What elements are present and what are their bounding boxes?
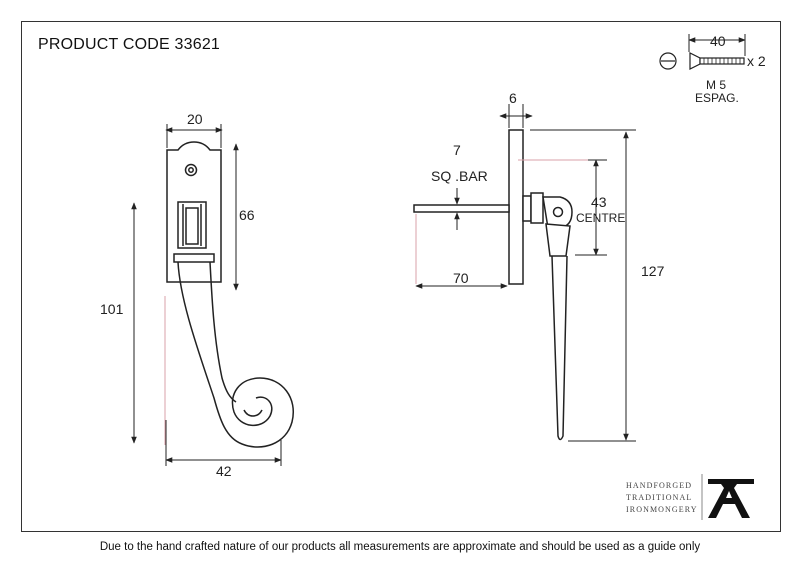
dim-handle-height: 101 (100, 301, 124, 317)
screw-length: 40 (710, 33, 726, 49)
dim-centre-label: CENTRE (576, 211, 625, 225)
product-code: PRODUCT CODE 33621 (38, 36, 221, 53)
dim-handle-width: 20 (187, 111, 203, 127)
drawing-frame (21, 21, 781, 532)
anvil-a-icon (708, 479, 754, 518)
dim-overall-length: 127 (641, 263, 665, 279)
screw-quantity: x 2 (747, 53, 766, 69)
handle-front-view (166, 141, 294, 448)
screw-dimension-line (688, 34, 746, 56)
screw-spec-type: ESPAG. (695, 91, 739, 105)
dim-bar-length: 70 (453, 270, 469, 286)
dim-plate-thickness: 6 (509, 90, 517, 106)
handle-dimension-lines (131, 124, 282, 466)
handle-side-view (413, 129, 573, 441)
brand-line-1: HANDFORGED (626, 481, 692, 490)
screw-spec-size: M 5 (706, 78, 726, 92)
side-dimension-lines (415, 104, 636, 442)
screw-icon (659, 52, 745, 70)
dim-sq-bar-size: 7 (453, 142, 461, 158)
dim-handle-spread: 42 (216, 463, 232, 479)
brand-line-2: TRADITIONAL (626, 493, 692, 502)
dim-sq-bar-label: SQ .BAR (431, 168, 488, 184)
dim-handle-plate-height: 66 (239, 207, 255, 223)
dim-centre-value: 43 (591, 194, 607, 210)
brand-line-3: IRONMONGERY (626, 505, 698, 514)
footer-disclaimer: Due to the hand crafted nature of our pr… (99, 541, 701, 553)
